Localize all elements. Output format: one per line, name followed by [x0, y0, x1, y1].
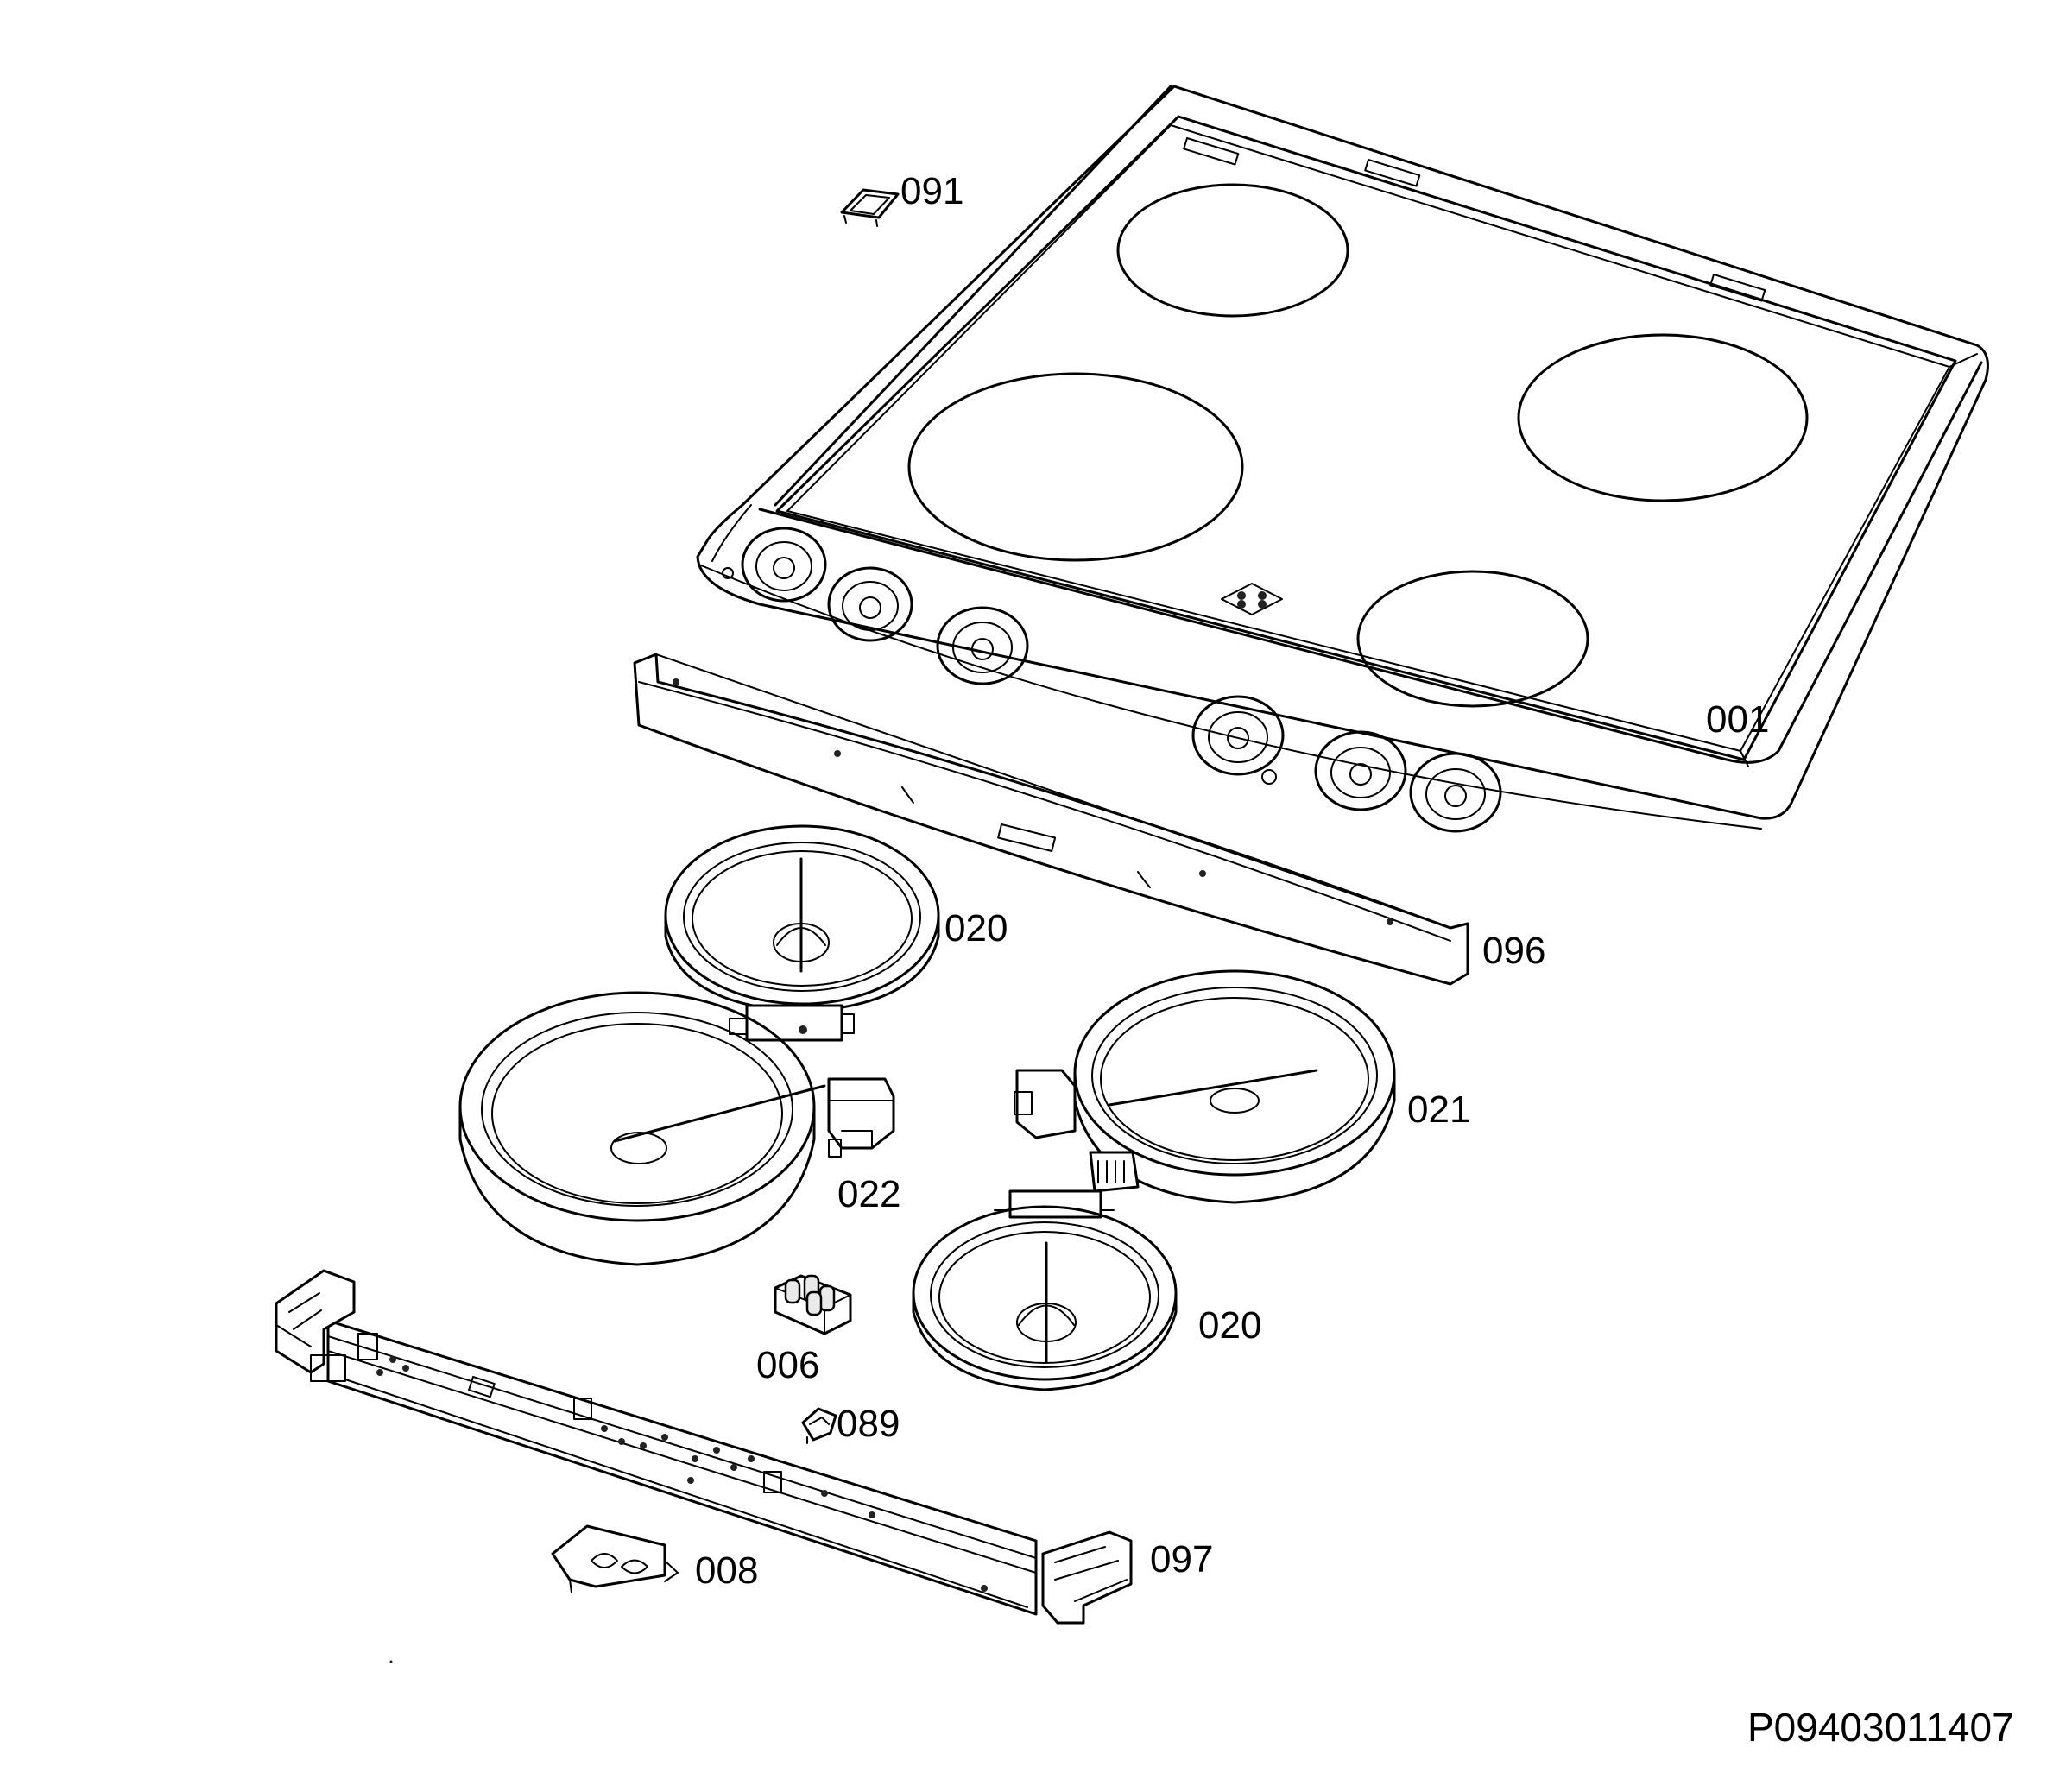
- control-knobs: [722, 527, 1502, 833]
- rail-097: [275, 1269, 1133, 1625]
- heating-element-020-upper: [664, 824, 940, 1042]
- heating-element-021: [1014, 969, 1396, 1204]
- label-091: 091: [900, 170, 964, 212]
- label-020-lower: 020: [1198, 1304, 1262, 1347]
- clip-091: [840, 188, 900, 227]
- cooking-zone-rear-left: [1116, 183, 1349, 318]
- label-096: 096: [1482, 930, 1546, 972]
- heating-element-020-lower: [912, 1189, 1178, 1391]
- heating-element-022: [458, 991, 895, 1266]
- cooking-zone-front-left: [907, 372, 1244, 562]
- label-021: 021: [1407, 1088, 1471, 1131]
- label-006: 006: [756, 1344, 820, 1386]
- cooking-zone-rear-right: [1517, 333, 1809, 502]
- trim-strip-096: [633, 653, 1469, 986]
- label-097: 097: [1150, 1538, 1214, 1581]
- terminal-block-006: [774, 1274, 852, 1335]
- bracket-008: [551, 1524, 679, 1593]
- label-089: 089: [837, 1403, 900, 1445]
- label-020-upper: 020: [944, 907, 1008, 950]
- hob-top-001: [696, 85, 1989, 833]
- label-022: 022: [837, 1173, 901, 1215]
- drawing-reference-code: P09403011407: [1747, 1705, 2014, 1750]
- zone-indicator-symbol: [1221, 583, 1283, 615]
- clip-089: [801, 1407, 837, 1444]
- cooking-zone-front-right: [1356, 570, 1589, 708]
- label-008: 008: [695, 1549, 759, 1592]
- label-001: 001: [1706, 698, 1770, 741]
